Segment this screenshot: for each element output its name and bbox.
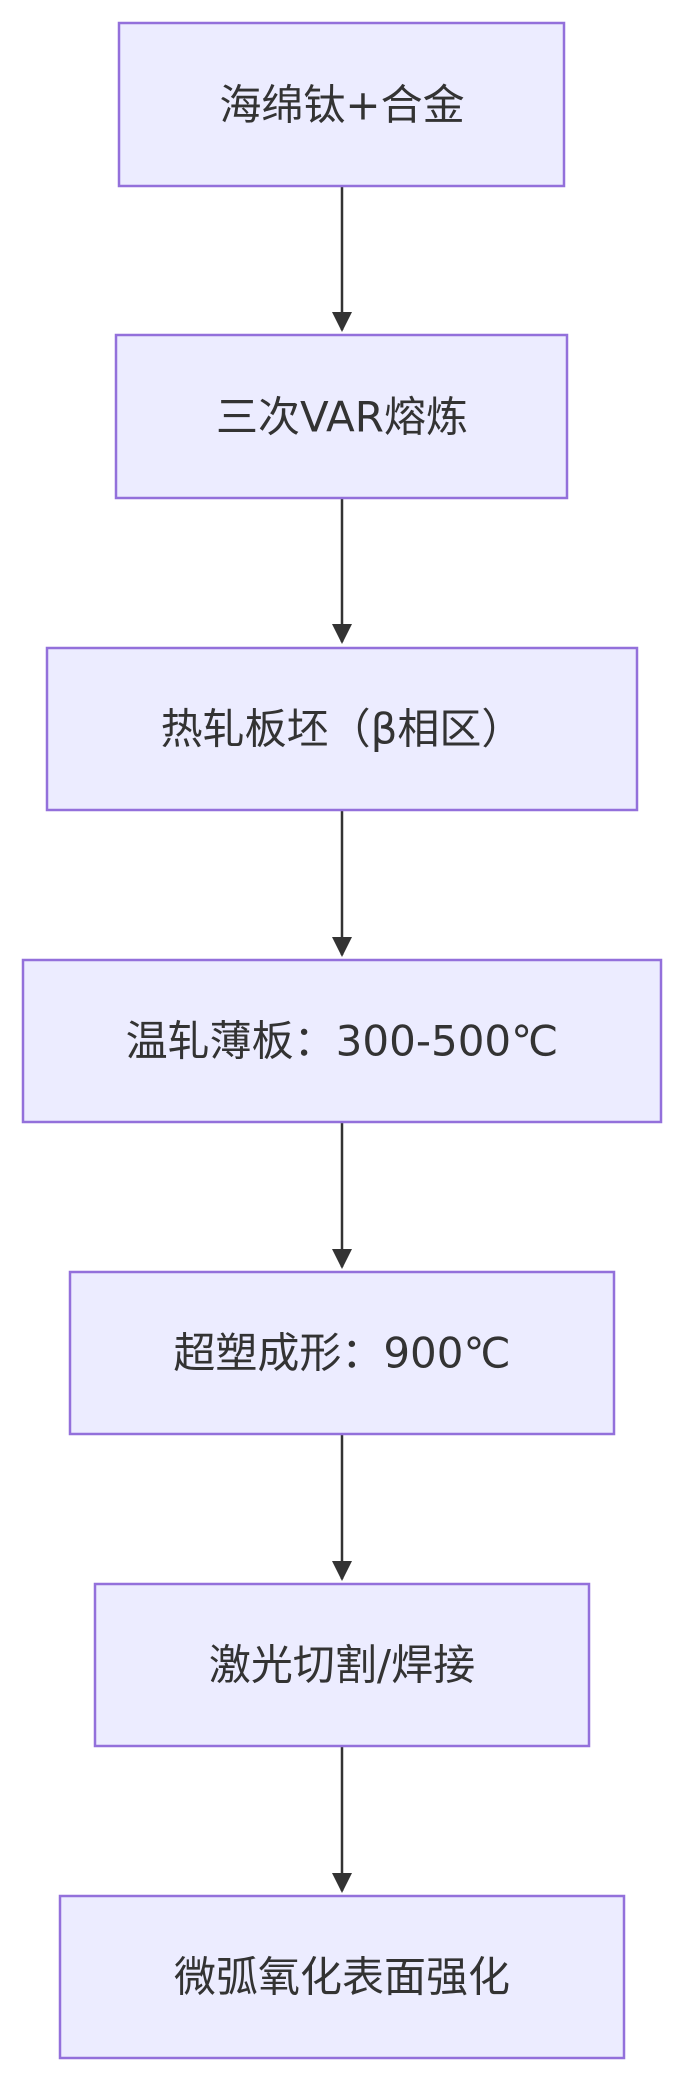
node-laser-cutting-welding: 激光切割/焊接	[93, 1582, 591, 1748]
node-label: 温轧薄板：300-500℃	[126, 1017, 559, 1066]
node-label: 微弧氧化表面强化	[174, 1953, 510, 2002]
node-label: 三次VAR熔炼	[216, 393, 468, 442]
node-triple-var-melting: 三次VAR熔炼	[114, 333, 569, 500]
node-warm-rolled-sheet: 温轧薄板：300-500℃	[21, 958, 663, 1124]
node-micro-arc-oxidation: 微弧氧化表面强化	[58, 1894, 626, 2060]
node-label: 激光切割/焊接	[209, 1641, 475, 1690]
node-label: 超塑成形：900℃	[173, 1329, 510, 1378]
node-superplastic-forming: 超塑成形：900℃	[68, 1270, 616, 1436]
node-hot-rolled-slab: 热轧板坯（β相区）	[45, 646, 639, 812]
node-label: 热轧板坯（β相区）	[161, 705, 524, 754]
node-label: 海绵钛+合金	[219, 81, 464, 130]
node-sponge-titanium-alloy: 海绵钛+合金	[117, 21, 566, 188]
